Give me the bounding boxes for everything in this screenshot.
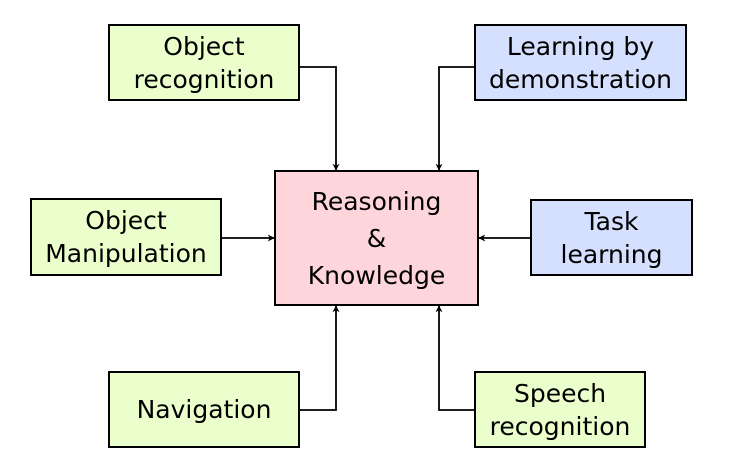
edge-learning-by-demonstration <box>435 66 474 171</box>
node-learning-by-demonstration-line-1: Learning by <box>506 31 655 61</box>
edge-speech-recognition <box>435 305 474 411</box>
node-speech-recognition-line-2: recognition <box>489 411 631 441</box>
node-navigation: Navigation <box>108 371 300 448</box>
node-reasoning-knowledge: Reasoning & Knowledge <box>274 170 479 306</box>
node-learning-by-demonstration-line-2: demonstration <box>488 64 673 94</box>
node-object-recognition: Object recognition <box>108 24 300 101</box>
node-reasoning-knowledge-line-3: Knowledge <box>307 260 446 290</box>
node-speech-recognition: Speech recognition <box>474 371 646 448</box>
node-object-manipulation-line-2: Manipulation <box>45 239 207 268</box>
node-object-recognition-line-1: Object <box>163 31 245 61</box>
node-task-learning: Task learning <box>530 199 693 276</box>
node-object-manipulation-line-1: Object <box>85 206 167 235</box>
node-navigation-line-1: Navigation <box>136 395 272 424</box>
node-speech-recognition-line-1: Speech <box>513 378 607 408</box>
node-task-learning-line-1: Task <box>584 206 639 236</box>
node-reasoning-knowledge-line-1: Reasoning <box>311 186 442 216</box>
node-reasoning-knowledge-line-2: & <box>366 223 387 253</box>
node-task-learning-line-2: learning <box>560 239 663 269</box>
edge-navigation <box>299 305 340 411</box>
node-learning-by-demonstration: Learning by demonstration <box>474 24 687 101</box>
edge-object-recognition <box>299 66 340 171</box>
node-object-recognition-line-2: recognition <box>133 64 275 94</box>
node-object-manipulation: Object Manipulation <box>30 198 222 276</box>
